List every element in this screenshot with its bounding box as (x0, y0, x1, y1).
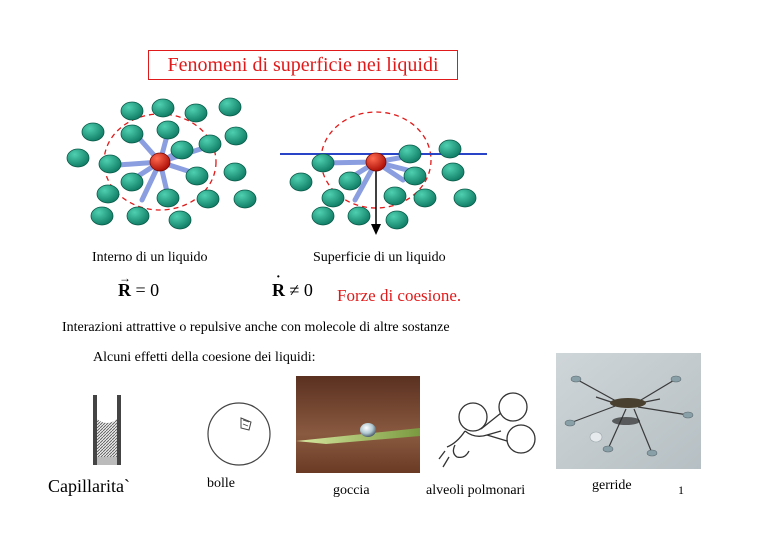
bubble-image (207, 402, 271, 466)
effetti-text: Alcuni effetti della coesione dei liquid… (93, 350, 316, 365)
water-strider-photo (556, 353, 701, 469)
capillary-tube-image (93, 395, 121, 465)
capillarita-label: Capillarita` (48, 476, 130, 496)
central-molecule (149, 152, 171, 172)
page-number: 1 (678, 483, 684, 497)
molecules (289, 139, 477, 230)
interior-diagram (66, 97, 257, 230)
interazioni-text: Interazioni attrattive o repulsive anche… (62, 320, 450, 335)
goccia-label: goccia (333, 483, 370, 498)
surface-diagram (280, 111, 487, 235)
alveoli-image (438, 392, 536, 468)
bolle-label: bolle (207, 476, 235, 491)
surface-formula: ·R ≠ 0 (272, 270, 313, 300)
droplet-photo (296, 376, 420, 473)
surface-caption: Superficie di un liquido (313, 250, 446, 265)
molecules (66, 97, 257, 230)
alveoli-label: alveoli polmonari (426, 483, 526, 498)
slide-title: Fenomeni di superficie nei liquidi (148, 50, 458, 80)
resultant-vector-symbol: →R (118, 271, 131, 300)
gerride-label: gerride (592, 478, 632, 493)
forze-coesione-label: Forze di coesione. (337, 286, 462, 305)
interior-caption: Interno di un liquido (92, 250, 208, 265)
interior-formula: →R = 0 (118, 271, 160, 300)
resultant-arrow (371, 162, 381, 235)
central-molecule (365, 152, 387, 172)
resultant-vector-symbol: ·R (272, 270, 285, 300)
